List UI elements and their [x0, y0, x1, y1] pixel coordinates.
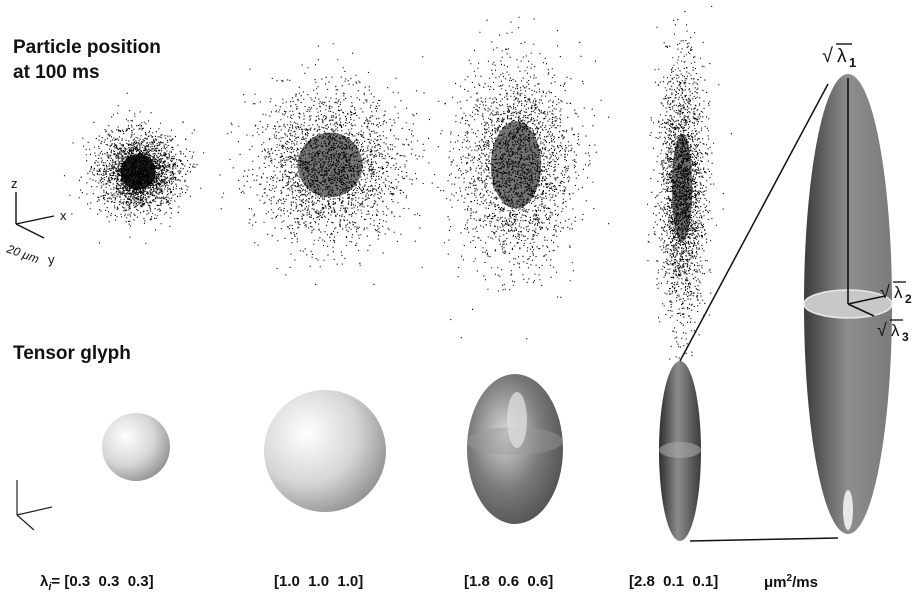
unit-base: μm [764, 574, 787, 591]
svg-text:√: √ [822, 45, 833, 67]
particle-title-line2: at 100 ms [13, 62, 100, 83]
eigen-unit-label: μm2/ms [764, 573, 818, 591]
particle-cloud-core [490, 121, 542, 209]
svg-text:λ: λ [891, 321, 900, 340]
lambda-symbol: λ [40, 573, 49, 590]
particle-clouds [63, 5, 732, 360]
eigen-values-1: [0.3 0.3 0.3] [64, 573, 154, 590]
axes-indicator [15, 192, 55, 239]
particle-cloud-core [671, 133, 693, 243]
sqrt-lambda-2-label: √ λ 2 [880, 281, 912, 306]
tensor-glyph-2 [264, 390, 386, 512]
unit-superscript: 2 [786, 573, 793, 584]
svg-text:3: 3 [902, 330, 909, 344]
particle-cloud-4 [647, 5, 732, 360]
eigen-values-2: [1.0 1.0 1.0] [274, 573, 364, 590]
eigen-label-1: λi= [0.3 0.3 0.3] [40, 573, 154, 593]
svg-text:√: √ [877, 320, 887, 340]
svg-text:2: 2 [905, 292, 912, 306]
zoom-lines [679, 83, 839, 542]
sqrt-lambda-3-label: √ λ 3 [877, 319, 909, 344]
axis-z-label: z [11, 176, 18, 191]
particle-title-line1: Particle position [13, 37, 161, 58]
tensor-glyph-3 [467, 374, 563, 524]
particle-cloud-1 [63, 92, 205, 244]
eigen-values-3: [1.8 0.6 0.6] [464, 573, 554, 590]
unit-tail: /ms [792, 574, 818, 591]
particle-cloud-core [297, 132, 363, 198]
equals-sign: = [51, 573, 61, 590]
tensor-glyph-4 [659, 361, 701, 541]
axis-x-label: x [60, 208, 67, 223]
svg-text:λ: λ [894, 283, 903, 302]
enlarged-tensor-glyph [803, 74, 893, 534]
scale-bar-label: 20 μm [4, 241, 41, 266]
tensor-axes-indicator [16, 480, 53, 531]
axis-y-label: y [48, 252, 55, 267]
particle-cloud-core [120, 154, 156, 190]
lambda-subscript: i [48, 581, 52, 593]
particle-cloud-2 [219, 43, 486, 286]
tensor-title: Tensor glyph [13, 343, 131, 364]
svg-text:√: √ [880, 282, 890, 302]
svg-text:1: 1 [849, 55, 856, 70]
particle-cloud-3 [421, 16, 610, 340]
svg-text:λ: λ [837, 46, 847, 67]
eigen-values-4: [2.8 0.1 0.1] [629, 573, 719, 590]
particle-dots [421, 16, 610, 340]
sqrt-lambda-1-label: √ λ 1 [822, 43, 856, 70]
tensor-glyph-1 [102, 413, 170, 481]
